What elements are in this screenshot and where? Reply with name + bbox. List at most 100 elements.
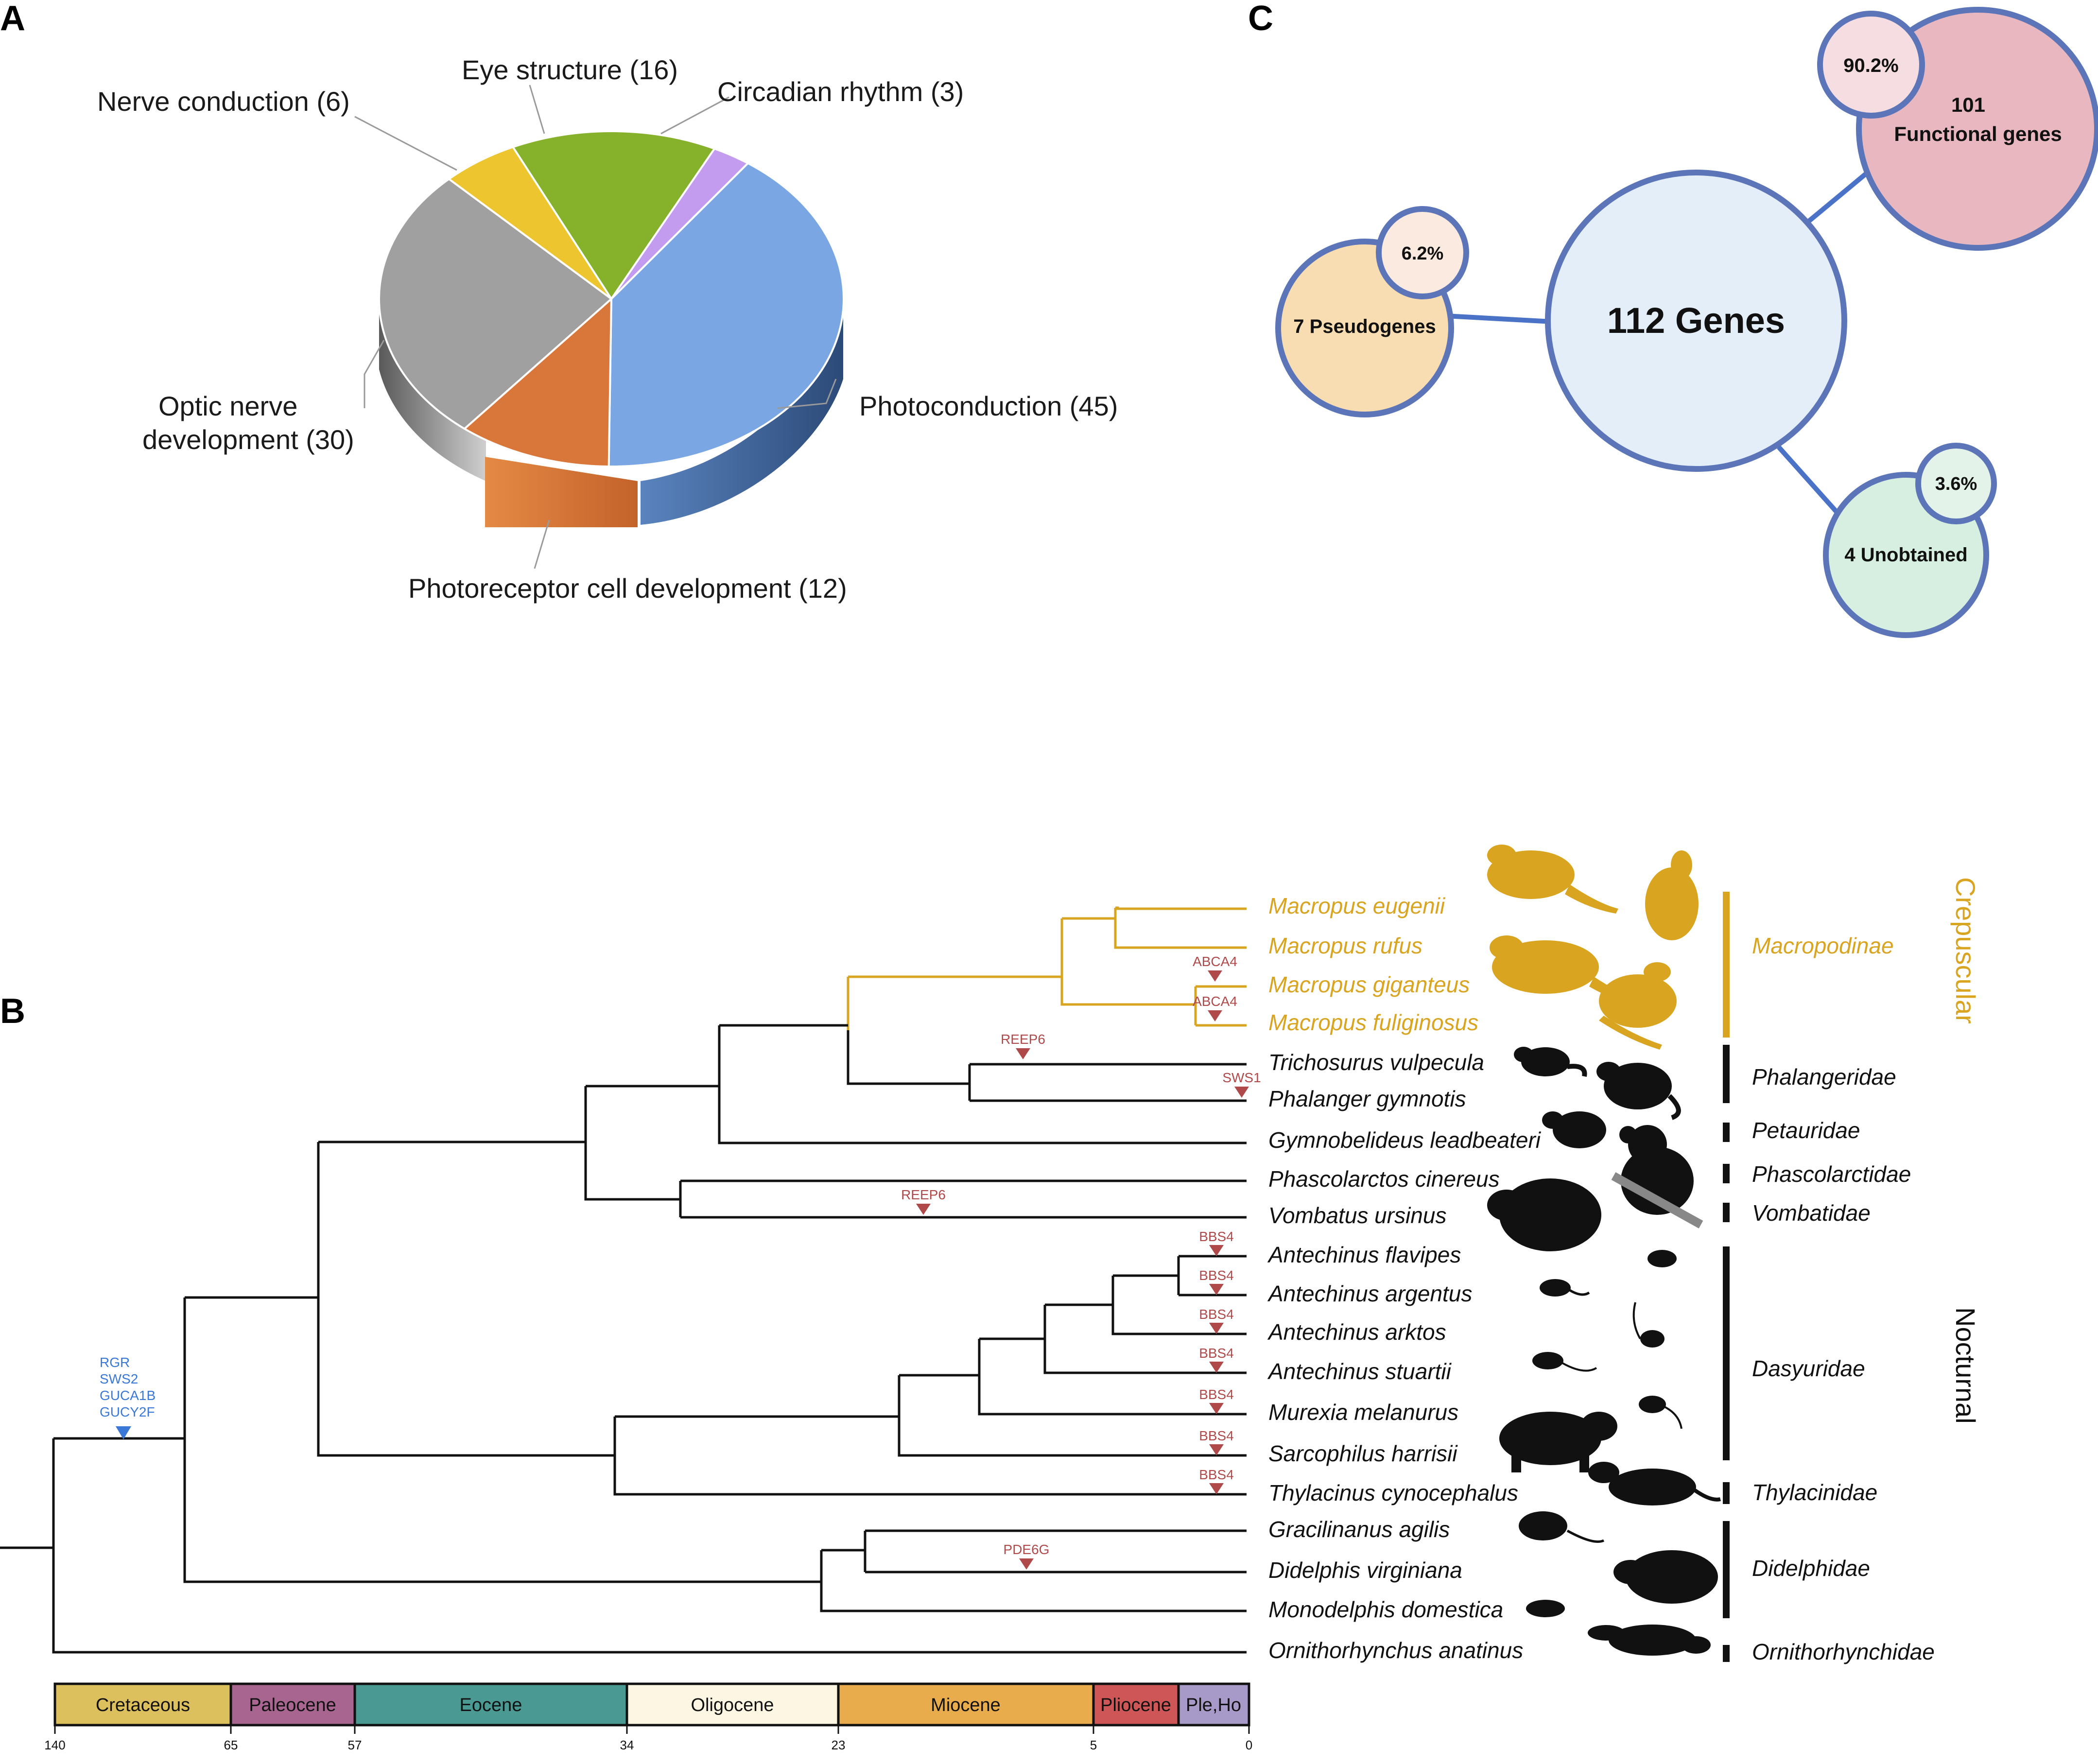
marker-abca4-2: ABCA4 [1193, 994, 1237, 1021]
branch-macropus-root [847, 975, 1062, 1030]
marker-reep6-2: REEP6 [901, 1187, 946, 1215]
family-bar [1723, 892, 1730, 1038]
period-label: Paleocene [249, 1695, 336, 1715]
marker-bbs4: BBS4 [1199, 1268, 1234, 1295]
species-label: Phascolarctos cinereus [1268, 1166, 1500, 1192]
branch-marsupialia [183, 1296, 821, 1583]
branch-thylacinus [613, 1415, 1247, 1496]
marker-abca4-1: ABCA4 [1193, 954, 1237, 982]
family-bar [1723, 1482, 1730, 1504]
species-label: Gracilinanus agilis [1268, 1517, 1450, 1542]
family-label: Dasyuridae [1752, 1356, 1865, 1381]
branch-antechinus-stu [1043, 1303, 1247, 1374]
pie-rim-blue [641, 311, 843, 525]
animal-silhouettes [1487, 845, 1721, 1656]
marker-bbs4: BBS4 [1199, 1307, 1234, 1334]
bubble-unobtained-pct [1915, 443, 1997, 524]
family-label: Vombatidae [1752, 1200, 1871, 1226]
period-cretaceous [53, 1682, 232, 1727]
pie-slice-eye [511, 130, 716, 301]
family-brackets [1723, 892, 1730, 1662]
family-bar [1723, 1521, 1730, 1618]
svg-text:BBS4: BBS4 [1199, 1268, 1234, 1283]
period-oligocene [625, 1682, 840, 1727]
svg-text:BBS4: BBS4 [1199, 1467, 1234, 1482]
svg-text:SWS1: SWS1 [1222, 1070, 1261, 1085]
family-label: Macropodinae [1752, 933, 1894, 958]
species-label: Thylacinus cynocephalus [1268, 1480, 1518, 1505]
period-label: Cretaceous [96, 1695, 190, 1715]
family-bar [1723, 1645, 1730, 1662]
leader-photoreceptor [534, 519, 550, 569]
species-label: Macropus fuliginosus [1268, 1010, 1478, 1035]
bubble-center [1545, 170, 1847, 472]
family-label: Petauridae [1752, 1118, 1860, 1143]
pie-slice-optic [378, 177, 613, 430]
family-bar [1723, 1123, 1730, 1142]
gene-markers: ABCA4 ABCA4 REEP6 SWS1 REEP6 BBS4 BBS4 [100, 954, 1261, 1570]
koala-silhouette [1611, 1125, 1703, 1228]
marker-basal: RGR SWS2 GUCA1B GUCY2F [100, 1355, 156, 1439]
species-label: Macropus giganteus [1268, 972, 1470, 997]
pie-slice-nerve [447, 146, 612, 300]
family-label: Thylacinidae [1752, 1480, 1877, 1505]
pie-label-photoreceptor: Photoreceptor cell development (12) [408, 573, 847, 604]
branch-antechinus-ark [1111, 1274, 1247, 1335]
branch-macropus-gf [1194, 985, 1247, 1027]
bubble-functional-pct [1817, 11, 1925, 119]
period-label: Eocene [460, 1695, 522, 1715]
period-label: Pliocene [1100, 1695, 1171, 1715]
leader-nerve [354, 116, 457, 171]
pie-slice-photoreceptor [463, 296, 613, 467]
antechinus-silhouettes [1532, 1250, 1682, 1429]
species-label: Monodelphis domestica [1268, 1597, 1503, 1622]
marker-bbs4: BBS4 [1199, 1229, 1234, 1256]
species-label: Trichosurus vulpecula [1268, 1050, 1484, 1075]
svg-text:ABCA4: ABCA4 [1193, 994, 1237, 1009]
pie-rim-orange [485, 457, 638, 527]
branch-root [0, 1437, 1247, 1654]
activity-nocturnal: Nocturnal [1950, 1307, 1981, 1424]
species-label: Antechinus arktos [1267, 1319, 1446, 1345]
geologic-timescale: Cretaceous Paleocene Eocene Oligocene Mi… [44, 1682, 1252, 1752]
bubble-pseudo-pct [1376, 206, 1469, 299]
pie-slice-circadian [610, 147, 750, 300]
pie-label-circadian: Circadian rhythm (3) [717, 76, 964, 107]
time-tick: 140 [44, 1738, 65, 1752]
phylogenetic-tree [0, 906, 1247, 1654]
wombat-silhouette [1487, 1178, 1601, 1251]
opossum-silhouettes [1519, 1511, 1718, 1617]
branch-didelphis [864, 1529, 1247, 1574]
species-label: Antechinus argentus [1267, 1281, 1472, 1306]
glider-silhouette [1542, 1111, 1606, 1148]
family-bar [1723, 1164, 1730, 1183]
marker-pde6g: PDE6G [1004, 1542, 1049, 1570]
bubble-functional-pct-label: 90.2% [1843, 55, 1898, 76]
period-ple-ho [1177, 1682, 1250, 1727]
time-tick: 5 [1090, 1738, 1097, 1752]
marker-bbs4: BBS4 [1199, 1428, 1234, 1455]
svg-text:BBS4: BBS4 [1199, 1346, 1234, 1361]
family-label: Phascolarctidae [1752, 1161, 1911, 1187]
species-label: Murexia melanurus [1268, 1400, 1458, 1425]
svg-text:ABCA4: ABCA4 [1193, 954, 1237, 969]
time-tick: 23 [832, 1738, 846, 1752]
svg-text:BBS4: BBS4 [1199, 1387, 1234, 1402]
wallaby-silhouette [1487, 845, 1699, 940]
time-tick: 0 [1246, 1738, 1252, 1752]
platypus-silhouette [1588, 1625, 1711, 1656]
branch-diprotodontia [584, 1085, 719, 1201]
svg-text:GUCA1B: GUCA1B [100, 1388, 156, 1403]
family-bar [1723, 1045, 1730, 1103]
species-label: Sarcophilus harrisii [1268, 1441, 1458, 1466]
marker-bbs4: BBS4 [1199, 1346, 1234, 1373]
species-label: Phalanger gymnotis [1268, 1086, 1466, 1111]
bubble-diagram: 112 Genes 101 Functional genes 90.2% 7 P… [1275, 7, 2098, 638]
family-bar [1723, 1246, 1730, 1460]
family-bar [1723, 1203, 1730, 1222]
devil-silhouette [1499, 1412, 1617, 1472]
species-label: Antechinus flavipes [1267, 1242, 1461, 1267]
bubble-unobtained-label: 4 Unobtained [1844, 544, 1967, 566]
panel-label-b: B [0, 992, 25, 1031]
bubble-center-label: 112 Genes [1607, 300, 1785, 341]
